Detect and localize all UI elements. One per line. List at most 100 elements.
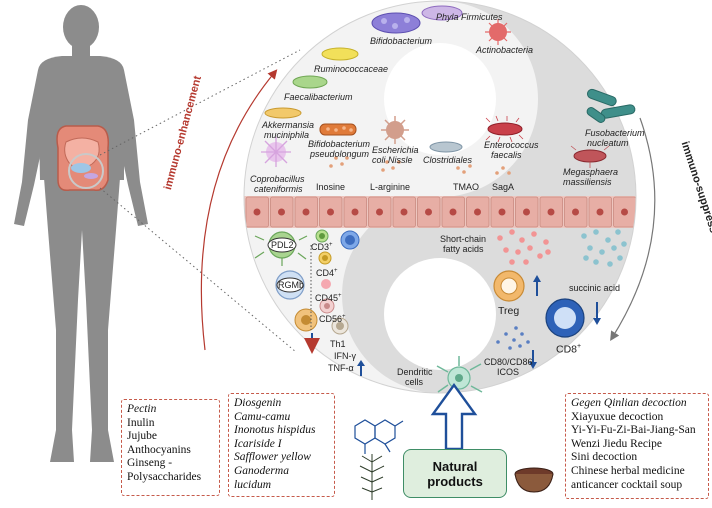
scfa-label-2: fatty acids (443, 244, 484, 254)
bifidobacterium-pseudolongum-label-1: Bifidobacterium (308, 139, 371, 149)
coprobacillus-label-2: cateniformis (254, 184, 303, 194)
dot (599, 249, 605, 255)
dot (503, 247, 509, 253)
megasphaera-label-1: Megasphaera (563, 167, 619, 177)
cd80-label-2: ICOS (497, 367, 520, 377)
phyla-firmicutes-icon (421, 5, 463, 21)
cd45-label: CD45+ (315, 293, 342, 303)
dot (509, 259, 515, 265)
epithelial-nucleus (253, 208, 261, 216)
akkermansia-label-2: muciniphila (264, 130, 310, 140)
scfa-label-1: Short-chain (440, 234, 487, 244)
megasphaera-label-2: massiliensis (563, 177, 612, 187)
dot (496, 340, 500, 344)
box-middle-item: Camu-camu (234, 410, 291, 423)
dot (519, 237, 525, 243)
box-middle-item: Inonotus hispidus (234, 424, 316, 437)
escherichia-coli-icon (381, 116, 409, 144)
dot (605, 237, 611, 243)
dot (615, 229, 621, 235)
dot (512, 338, 516, 342)
epithelial-nucleus (425, 208, 432, 216)
dot (593, 259, 599, 265)
lymphocyte-cells (294, 229, 360, 335)
epithelial-nucleus (351, 208, 359, 216)
tnf-label: TNF-α (328, 363, 354, 373)
epithelial-nucleus (596, 208, 604, 216)
box-middle-item: Safflower yellow (234, 451, 311, 464)
akkermansia-label-1: Akkermansia (262, 120, 315, 130)
box-right-item: anticancer cocktail soup (571, 478, 683, 491)
dot (537, 253, 543, 259)
treg-label: Treg (498, 305, 520, 317)
bifidobacterium-pseudolongum-label-2: pseudolongum (310, 149, 370, 159)
dot (518, 344, 522, 348)
box-right-item: Yi-Yi-Fu-Zi-Bai-Jiang-San (571, 424, 696, 437)
faecalibacterium-icon (292, 75, 328, 89)
megasphaera-icon (570, 145, 610, 168)
akkermansia-icon (264, 107, 302, 119)
pdl2-label: PDL2 (271, 240, 294, 250)
upward-outline-arrow (430, 382, 478, 451)
box-left-item: Ginseng - (127, 457, 173, 470)
metabolite-dots (329, 156, 511, 175)
natural-products-box: Natural products (403, 449, 507, 498)
cd80-label-1: CD80/CD86 (484, 357, 533, 367)
clostridiales-icon (429, 141, 463, 153)
succinic-acid-label: succinic acid (569, 283, 621, 293)
box-left-item: Anthocyanins (127, 443, 191, 456)
box-middle-item: Icariside I (234, 437, 282, 450)
cd56-label: CD56+ (319, 314, 346, 324)
cd80-dots (496, 326, 530, 350)
box-right-item: Sini decoction (571, 451, 638, 464)
ruminococcaceae-label: Ruminococcaceae (314, 64, 389, 74)
enterococcus-label-2: faecalis (491, 150, 522, 160)
bifidobacterium-pseudolongum-icon (319, 123, 357, 136)
enterococcus-faecalis-icon (485, 115, 524, 143)
epithelial-nucleus (572, 208, 579, 216)
dendritic-label-1: Dendritic (397, 367, 433, 377)
dendritic-cell (436, 356, 483, 399)
epithelial-nucleus (376, 208, 383, 216)
pdl2-cell (254, 231, 308, 266)
fusobacterium-label-2: nucleatum (587, 138, 629, 148)
dot (545, 249, 551, 255)
dot (527, 245, 533, 251)
box-left-item: Polysaccharides (127, 470, 202, 483)
epithelial-nucleus (278, 208, 285, 216)
phyla-firmicutes-label: Phyla Firmicutes (436, 12, 503, 22)
escherichia-label-2: coli Nissle (372, 155, 413, 165)
epithelial-nucleus (523, 208, 530, 216)
actinobacteria-icon (485, 19, 511, 45)
intestine-illustration (56, 125, 110, 192)
bifidobacterium-icon (371, 12, 421, 34)
herb-plant-icon (359, 454, 385, 500)
dot (526, 340, 530, 344)
dot (509, 229, 515, 235)
epithelial-nucleus (474, 208, 481, 216)
dot (581, 233, 587, 239)
dot (611, 245, 617, 251)
box-right-item: Xiayuxue decoction (571, 410, 664, 423)
enterococcus-label-1: Enterococcus (484, 140, 539, 150)
actinobacteria-label: Actinobacteria (476, 45, 534, 55)
treg-cell (493, 270, 525, 302)
dot (514, 326, 518, 330)
natural-products-line-1: Natural (432, 458, 478, 474)
saga-label: SagA (492, 182, 515, 192)
box-middle-item: Diosgenin (234, 397, 282, 409)
fusobacterium-nucleatum-icon (586, 88, 636, 123)
epithelial-nucleus (547, 208, 555, 216)
rgmb-cell (275, 270, 305, 300)
bifidobacterium-label: Bifidobacterium (370, 36, 433, 46)
rgmb-label: RGMb (278, 280, 305, 290)
ruminococcaceae-icon (321, 47, 359, 61)
ifn-label: IFN-γ (334, 351, 356, 361)
dot (607, 261, 613, 267)
fusobacterium-label-1: Fusobacterium (585, 128, 645, 138)
